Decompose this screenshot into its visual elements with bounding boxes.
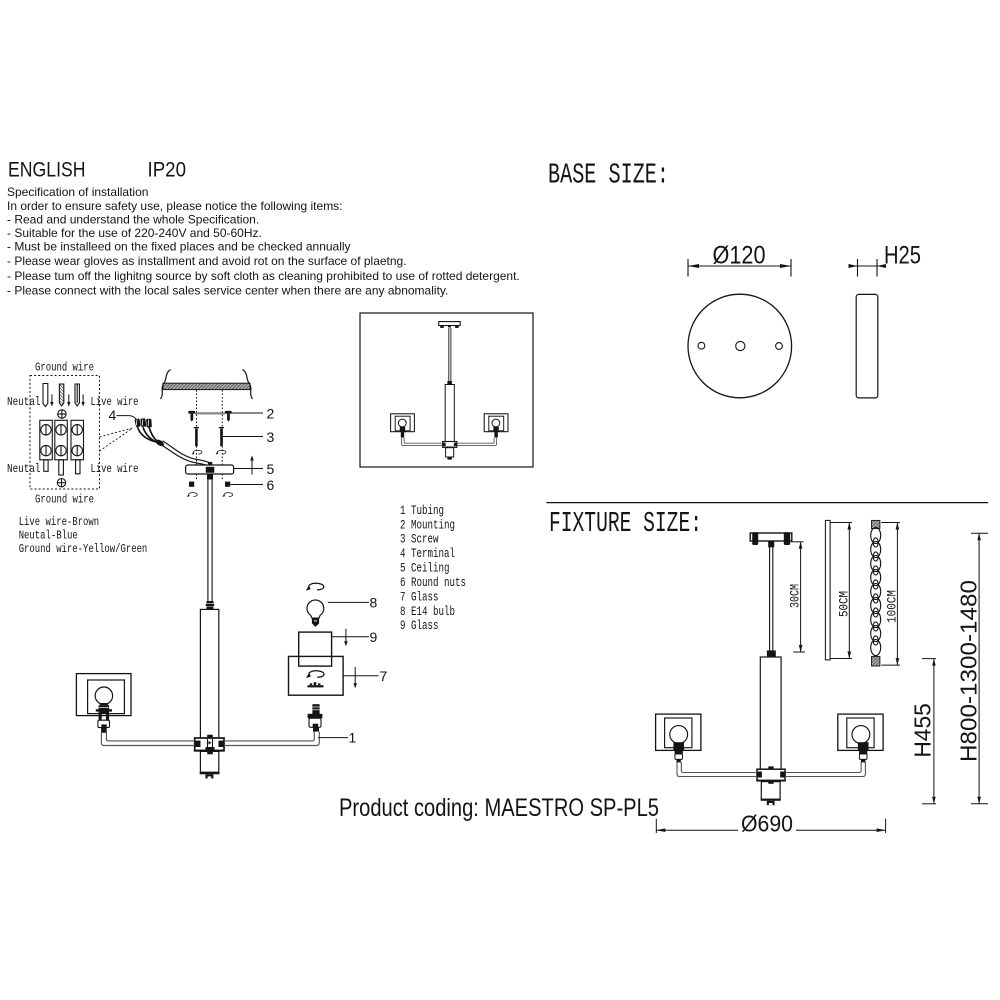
svg-text:Ground wire: Ground wire [35, 361, 94, 375]
svg-text:6 Round nuts: 6 Round nuts [400, 576, 466, 590]
svg-text:8: 8 [370, 595, 378, 611]
svg-text:Live wire: Live wire [91, 462, 139, 476]
svg-text:4 Terminal: 4 Terminal [400, 547, 455, 561]
svg-text:H800-1300-1480: H800-1300-1480 [956, 580, 982, 762]
svg-text:Specification of installation: Specification of installation [7, 185, 148, 199]
svg-text:1 Tubing: 1 Tubing [400, 504, 444, 518]
svg-text:100CM: 100CM [885, 590, 899, 623]
svg-text:3: 3 [267, 429, 275, 445]
svg-text:IP20: IP20 [148, 159, 187, 182]
svg-text:9: 9 [370, 629, 378, 645]
svg-text:FIXTURE SIZE:: FIXTURE SIZE: [549, 507, 702, 540]
svg-text:1: 1 [349, 730, 357, 746]
svg-text:7: 7 [380, 668, 388, 684]
svg-text:Ground wire: Ground wire [35, 493, 94, 507]
svg-text:In order to ensure safety use,: In order to ensure safety use, please no… [7, 199, 343, 213]
svg-text:Live wire-Brown: Live wire-Brown [19, 515, 99, 529]
svg-text:Product coding: MAESTRO SP-PL5: Product coding: MAESTRO SP-PL5 [339, 794, 659, 822]
svg-text:3 Screw: 3 Screw [400, 533, 439, 547]
svg-text:BASE SIZE:: BASE SIZE: [548, 159, 669, 192]
svg-text:5: 5 [267, 461, 275, 477]
svg-text:2 Mounting: 2 Mounting [400, 518, 455, 532]
svg-text:Live wire: Live wire [91, 395, 139, 409]
svg-text:- Please wear gloves as instal: - Please wear gloves as installment and … [7, 254, 407, 268]
svg-text:Neutal: Neutal [7, 395, 41, 409]
svg-text:Ø690: Ø690 [741, 811, 793, 837]
svg-text:4: 4 [109, 407, 117, 423]
svg-text:Ground wire-Yellow/Green: Ground wire-Yellow/Green [19, 542, 148, 556]
svg-text:Neutal: Neutal [7, 462, 41, 476]
svg-text:H25: H25 [884, 242, 921, 270]
svg-text:30CM: 30CM [789, 584, 803, 608]
svg-text:2: 2 [267, 405, 275, 421]
svg-text:H455: H455 [910, 703, 936, 758]
svg-text:6: 6 [267, 477, 275, 493]
svg-text:- Must be installeed on the fi: - Must be installeed on the fixed places… [7, 240, 351, 254]
svg-text:- Read and understand the whol: - Read and understand the whole Specific… [7, 213, 259, 227]
svg-text:50CM: 50CM [837, 591, 851, 617]
svg-text:- Please tum off the lighitng: - Please tum off the lighitng source by … [7, 269, 520, 283]
svg-text:Ø120: Ø120 [713, 242, 766, 270]
svg-text:ENGLISH: ENGLISH [8, 159, 86, 182]
svg-text:5 Ceiling: 5 Ceiling [400, 562, 450, 576]
svg-text:7 Glass: 7 Glass [400, 591, 439, 605]
svg-text:8 E14 bulb: 8 E14 bulb [400, 605, 455, 619]
svg-text:- Suitable for the use of 220-: - Suitable for the use of 220-240V and 5… [7, 226, 262, 240]
svg-text:Neutal-Blue: Neutal-Blue [19, 528, 78, 542]
svg-text:9 Glass: 9 Glass [400, 619, 439, 633]
svg-text:- Please connect with the loca: - Please connect with the local sales se… [7, 284, 448, 298]
